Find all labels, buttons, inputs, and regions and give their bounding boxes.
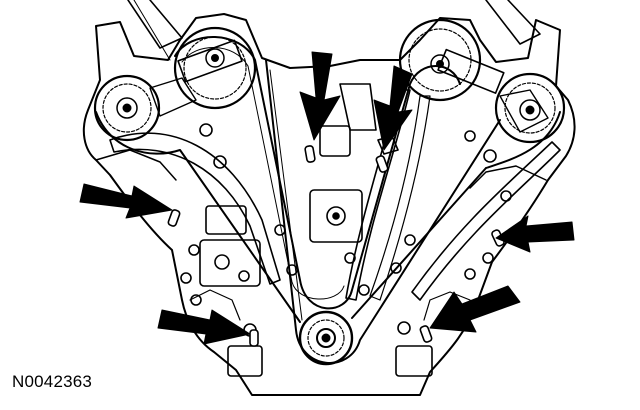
link-marker-lower-left (249, 329, 259, 347)
callout-arrows (79, 51, 575, 345)
arrow-icon (429, 285, 521, 333)
link-marker-lower-right (419, 325, 433, 343)
link-marker-upper-center (304, 145, 316, 163)
arrow-icon (495, 215, 575, 253)
link-marker-left-guide (167, 209, 181, 227)
right-camshaft-sprocket (398, 0, 566, 144)
figure-id-label: N0042363 (12, 372, 93, 391)
left-camshaft-sprocket (93, 0, 257, 142)
arrow-icon (299, 51, 341, 141)
chain-link-markers (167, 145, 505, 347)
timing-chains (95, 36, 561, 364)
tensioner-hardware (180, 83, 512, 377)
link-marker-upper-right (375, 155, 389, 173)
arrow-icon (157, 309, 251, 345)
crankshaft-sprocket (298, 310, 354, 366)
arrow-icon (79, 183, 173, 219)
arrow-icon (373, 65, 413, 151)
